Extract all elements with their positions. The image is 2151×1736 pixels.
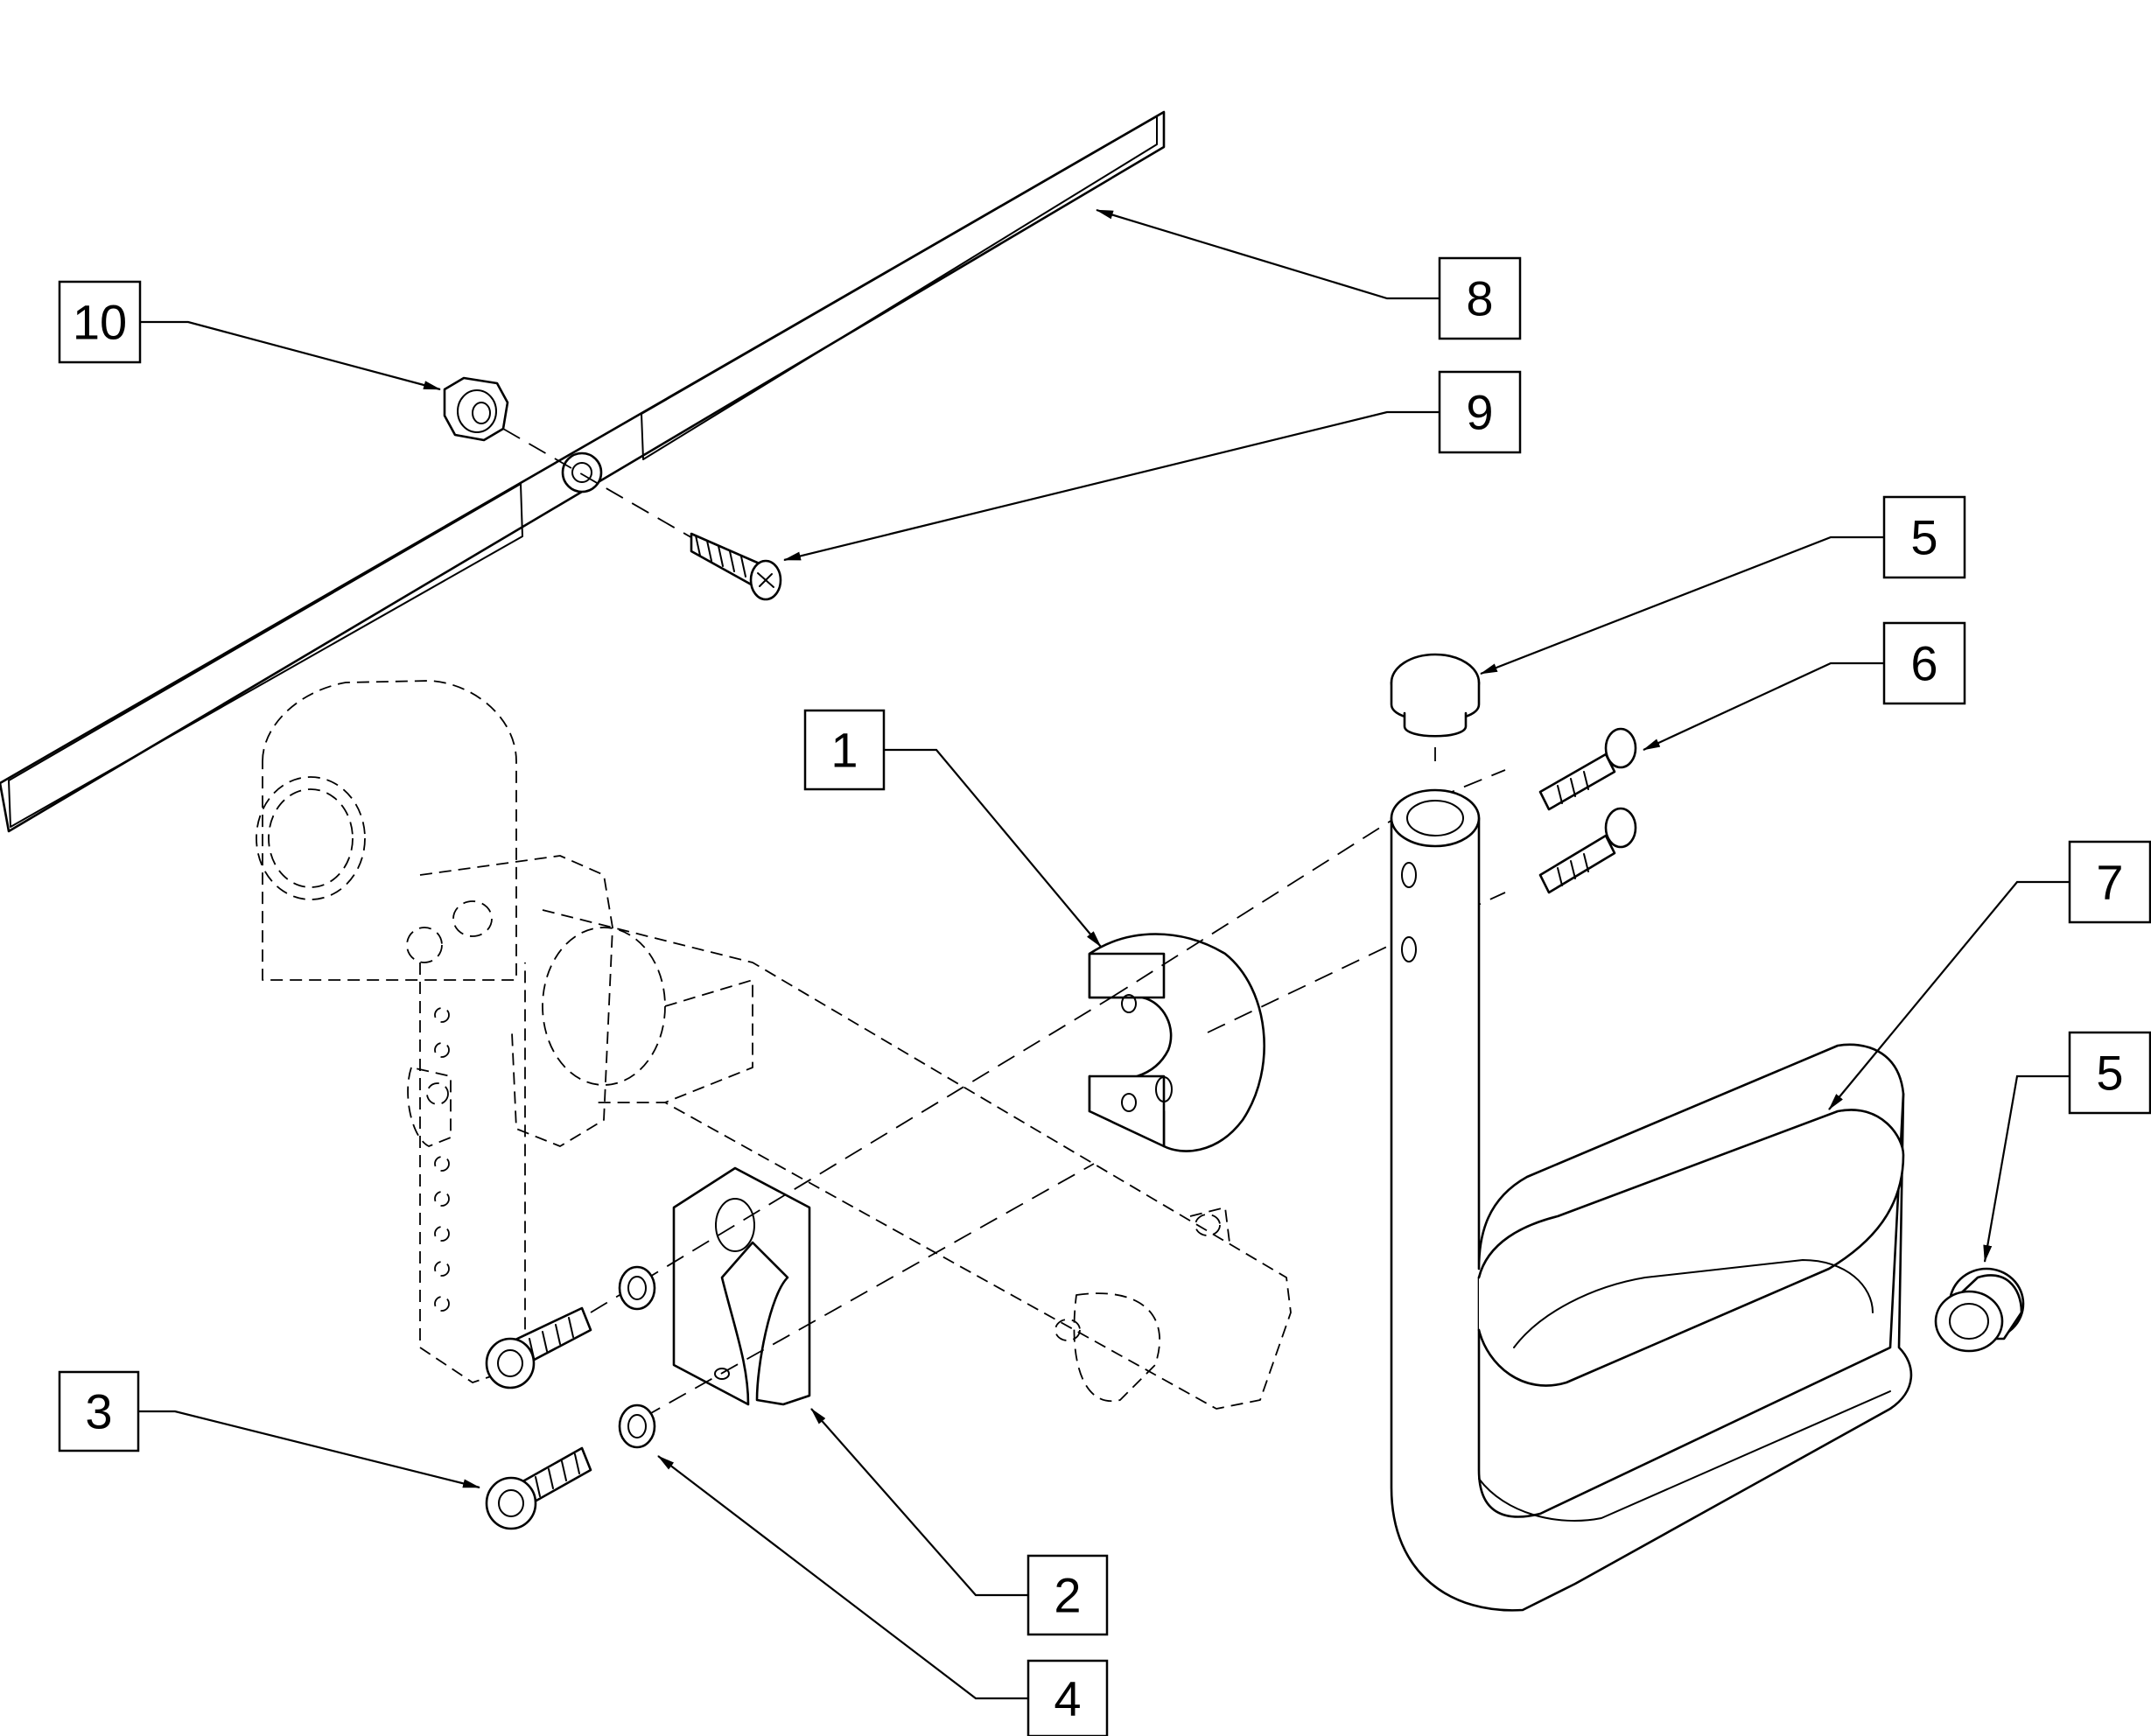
callout-6: 6 <box>1643 621 1966 751</box>
phantom-mounting-assembly <box>256 680 1292 1410</box>
part-3-screw-upper <box>485 1306 592 1390</box>
part-7-cup-holder <box>1390 788 1913 1612</box>
callout-5-bottom: 5 <box>1983 1031 2151 1263</box>
callout-9-label: 9 <box>1466 385 1493 440</box>
part-6-screws <box>1538 727 1637 894</box>
callout-10-label: 10 <box>73 295 127 350</box>
callout-10: 10 <box>58 280 441 391</box>
callout-5-bottom-label: 5 <box>2096 1046 2123 1101</box>
callout-3: 3 <box>58 1370 480 1489</box>
callout-8-label: 8 <box>1466 271 1493 326</box>
callout-7-label: 7 <box>2096 855 2123 910</box>
callout-4: 4 <box>657 1455 1109 1736</box>
callout-3-label: 3 <box>85 1384 112 1439</box>
callout-1-label: 1 <box>830 723 858 778</box>
callout-7: 7 <box>1828 840 2151 1110</box>
part-1-clamp-half <box>1088 933 1265 1152</box>
callout-2: 2 <box>810 1408 1109 1636</box>
part-8-strap <box>0 110 1166 833</box>
part-10-nut <box>443 376 509 442</box>
callout-5-top: 5 <box>1480 495 1966 676</box>
part-9-screw <box>690 532 782 601</box>
callout-1: 1 <box>803 709 1102 948</box>
part-2-clamp-block <box>672 1166 811 1406</box>
part-5-plug-bottom <box>1934 1267 2025 1353</box>
callout-8: 8 <box>1096 208 1522 340</box>
callout-4-label: 4 <box>1054 1671 1081 1726</box>
callout-2-label: 2 <box>1054 1568 1081 1623</box>
part-4-washers <box>618 1265 656 1449</box>
callout-9: 9 <box>783 370 1522 562</box>
axis-10-9 <box>502 428 701 543</box>
part-5-cap-top <box>1390 653 1481 738</box>
part-3-screw-lower <box>485 1446 592 1530</box>
callout-5-top-label: 5 <box>1910 510 1937 565</box>
callout-6-label: 6 <box>1910 636 1937 691</box>
